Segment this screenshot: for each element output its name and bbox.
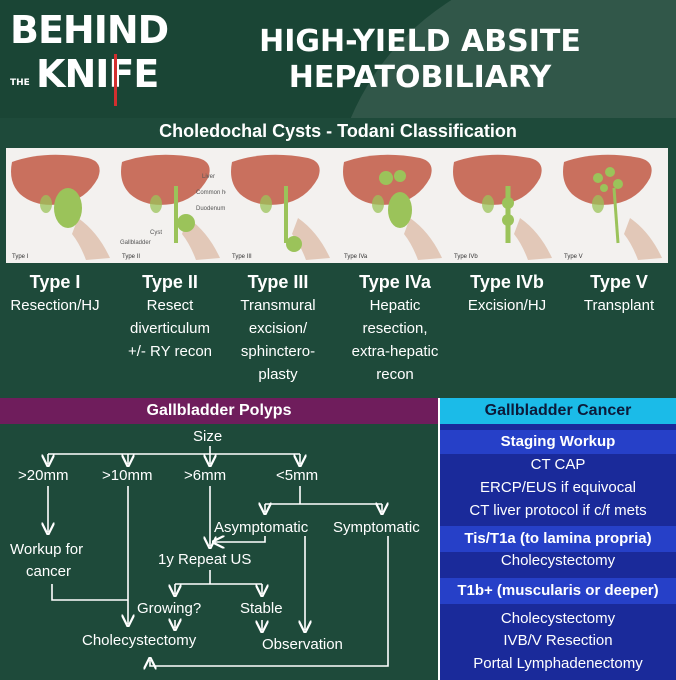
todani-type-3: Type III Transmural excision/sphinctero-pl… xyxy=(219,270,337,386)
t1b-item-2: Portal Lymphadenectomy xyxy=(473,655,643,672)
todani-type-1: Type I Resection/HJ xyxy=(0,270,114,317)
t1b-item-1: IVB/V Resection xyxy=(503,632,613,649)
todani-illustration-5: Type IVb xyxy=(448,148,558,263)
cancer-header: Gallbladder Cancer xyxy=(440,398,676,424)
type-name: Type IVa xyxy=(359,272,431,292)
illustration-label: Type IVa xyxy=(344,254,368,260)
annotation-gallbladder: Gallbladder xyxy=(120,240,151,246)
node-workup-l2: cancer xyxy=(26,563,72,580)
todani-type-2: Type II Resect diverticulum +/- RY recon xyxy=(111,270,229,363)
type-treatment-line: excision/ xyxy=(248,320,308,337)
todani-illustration-4: Type IVa xyxy=(338,148,448,263)
todani-type-6: Type V Transplant xyxy=(560,270,676,317)
staging-item-0: CT CAP xyxy=(530,456,586,473)
staging-item-1: ERCP/EUS if equivocal xyxy=(480,479,636,496)
type-treatment-line: Hepatic xyxy=(369,297,421,314)
node-size: Size xyxy=(193,428,223,445)
type-treatment-line: Transplant xyxy=(583,297,655,314)
node-workup-l1: Workup for xyxy=(10,541,84,558)
node-asymptomatic: Asymptomatic xyxy=(214,519,309,536)
node-growing: Growing? xyxy=(137,600,202,617)
arrow-asym-repeat xyxy=(215,536,266,542)
t1b-item-0: Cholecystectomy xyxy=(500,610,616,627)
type-treatment-line: diverticulum xyxy=(129,320,211,337)
polyp-flowchart-arrows xyxy=(0,446,389,680)
page-title-line2: HEPATOBILIARY xyxy=(288,60,552,95)
illustration-label: Type IVb xyxy=(454,254,478,260)
page-title-line1: HIGH-YIELD ABSITE xyxy=(259,24,581,59)
logo-knife-bar xyxy=(114,54,117,106)
illustration-label: Type I xyxy=(12,254,29,260)
choledochal-title: Choledochal Cysts - Todani Classificatio… xyxy=(159,121,517,141)
annotation-duodenum: Duodenum xyxy=(196,206,225,212)
annotation-common-hepatic-duct: Common hepatic duct xyxy=(196,190,226,196)
logo-knife: KNIFE xyxy=(36,52,159,96)
type-name: Type V xyxy=(590,272,648,292)
todani-illustration-2: Liver Common hepatic duct Duodenum Cyst … xyxy=(116,148,255,263)
arrow-workup-join xyxy=(51,584,128,601)
type-name: Type IVb xyxy=(470,272,544,292)
cancer-body: Staging Workup CT CAP ERCP/EUS if equivo… xyxy=(440,424,676,680)
header-background xyxy=(0,0,676,118)
illustration-label: Type III xyxy=(232,254,252,260)
todani-illustration-3: Type III xyxy=(226,148,336,263)
type-treatment-line: sphinctero- xyxy=(240,343,316,360)
staging-subheader: Staging Workup xyxy=(440,430,676,454)
type-name: Type I xyxy=(29,272,81,292)
type-treatment-line: Resection/HJ xyxy=(10,297,100,314)
type-name: Type III xyxy=(247,272,309,292)
staging-item-2: CT liver protocol if c/f mets xyxy=(469,502,647,519)
todani-image-strip: Type I Liver Common hepatic duct Duodenu… xyxy=(6,148,668,263)
type-name: Type II xyxy=(142,272,198,292)
todani-illustration-1: Type I xyxy=(6,148,116,263)
polyps-header: Gallbladder Polyps xyxy=(0,398,438,424)
logo-behind: BEHIND xyxy=(10,8,169,52)
t1b-subheader: T1b+ (muscularis or deeper) xyxy=(440,578,676,604)
node-observation: Observation xyxy=(262,636,343,653)
type-treatment-line: Resect xyxy=(146,297,194,314)
annotation-liver: Liver xyxy=(202,174,215,180)
type-treatment-line: Transmural xyxy=(240,297,316,314)
logo-the: THE xyxy=(10,78,30,88)
type-treatment-line: +/- RY recon xyxy=(127,343,213,360)
node-gt6: >6mm xyxy=(184,467,227,484)
node-symptomatic: Symptomatic xyxy=(333,519,420,536)
section-divider xyxy=(438,398,440,680)
annotation-cyst: Cyst xyxy=(150,230,162,236)
node-stable: Stable xyxy=(240,600,283,617)
node-gt10: >10mm xyxy=(102,467,153,484)
arrow-sym-chole xyxy=(150,536,389,666)
tis-item-0: Cholecystectomy xyxy=(500,552,616,569)
type-treatment-line: Excision/HJ xyxy=(467,297,547,314)
page-title: HIGH-YIELD ABSITE HEPATOBILIARY xyxy=(210,24,630,96)
type-treatment-line: extra-hepatic xyxy=(351,343,439,360)
node-repeat-us: 1y Repeat US xyxy=(158,551,252,568)
type-treatment-line: recon xyxy=(376,366,414,383)
type-treatment-line: resection, xyxy=(362,320,428,337)
type-treatment-line: plasty xyxy=(258,366,298,383)
tis-subheader: Tis/T1a (to lamina propria) xyxy=(440,526,676,552)
node-gt20: >20mm xyxy=(18,467,69,484)
illustration-label: Type V xyxy=(564,254,583,260)
illustration-label: Type II xyxy=(122,254,140,260)
behind-the-knife-logo: BEHIND THE KNIFE xyxy=(10,6,180,106)
node-cholecystectomy: Cholecystectomy xyxy=(82,632,197,649)
todani-illustration-6: Type V xyxy=(558,148,668,263)
node-lt5: <5mm xyxy=(276,467,319,484)
